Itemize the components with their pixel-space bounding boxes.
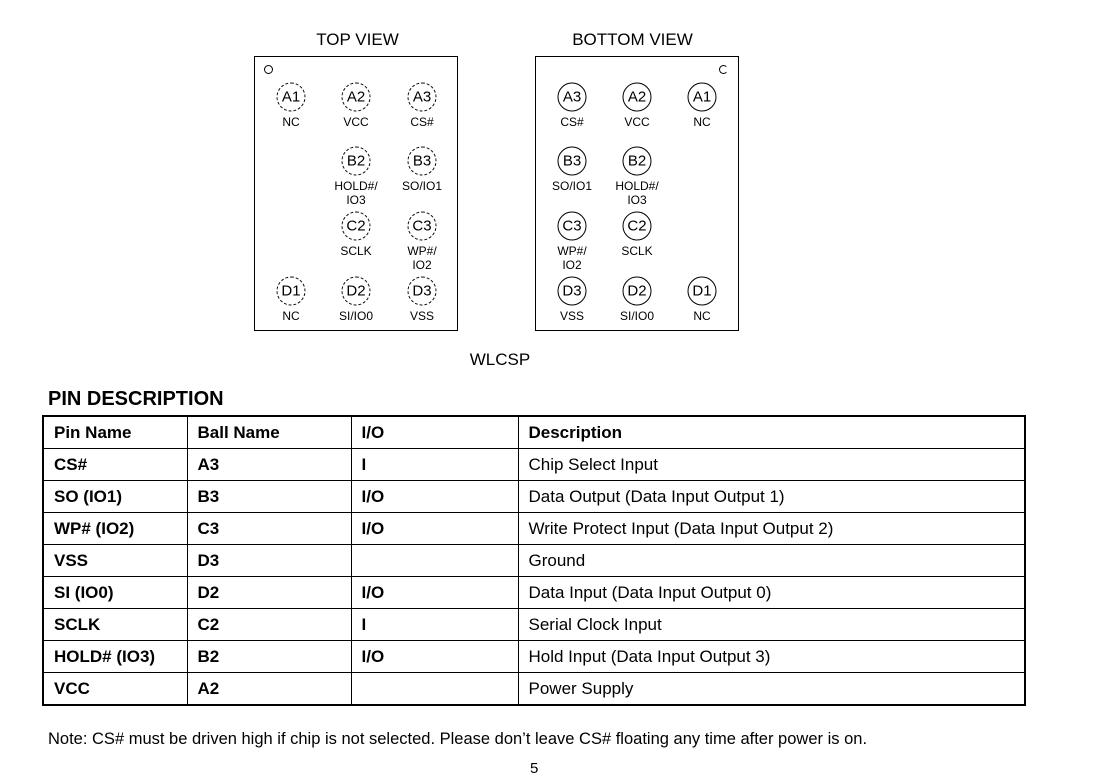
- ball-c2: C2: [341, 211, 371, 241]
- ball-label-a2: VCC: [624, 115, 650, 129]
- column-header: Pin Name: [42, 415, 188, 449]
- ball-label-d3: VSS: [559, 309, 585, 323]
- column-header: I/O: [350, 415, 519, 449]
- description-cell: Chip Select Input: [517, 448, 1026, 481]
- io-cell: I/O: [350, 512, 519, 545]
- ball-a1: A1: [687, 82, 717, 112]
- ball-a2: A2: [622, 82, 652, 112]
- pin1-marker-icon: [719, 65, 728, 74]
- pin-name-cell: HOLD# (IO3): [42, 640, 188, 673]
- description-cell: Hold Input (Data Input Output 3): [517, 640, 1026, 673]
- ball-b2: B2: [622, 146, 652, 176]
- io-cell: [350, 672, 519, 706]
- pin-name-cell: WP# (IO2): [42, 512, 188, 545]
- note-text: Note: CS# must be driven high if chip is…: [48, 730, 868, 748]
- ball-b3: B3: [557, 146, 587, 176]
- ball-b3: B3: [407, 146, 437, 176]
- page-number: 5: [530, 760, 539, 777]
- ball-d2: D2: [622, 276, 652, 306]
- ball-name-cell: D3: [186, 544, 352, 577]
- ball-label-b3: SO/IO1: [401, 179, 443, 193]
- pin-name-cell: VSS: [42, 544, 188, 577]
- ball-name-cell: A2: [186, 672, 352, 706]
- ball-label-d1: NC: [693, 309, 711, 323]
- ball-label-a1: NC: [282, 115, 300, 129]
- io-cell: I/O: [350, 640, 519, 673]
- ball-label-c3: WP#/IO2: [557, 244, 587, 272]
- pin-name-cell: SI (IO0): [42, 576, 188, 609]
- ball-label-b2: HOLD#/IO3: [615, 179, 659, 207]
- ball-label-c2: SCLK: [340, 244, 372, 258]
- ball-name-cell: D2: [186, 576, 352, 609]
- bottom-view-title: BOTTOM VIEW: [572, 30, 693, 49]
- ball-label-c3: WP#/IO2: [407, 244, 437, 272]
- pin-description-table: Pin Name Ball Name I/O Description CS#A3…: [42, 415, 1026, 706]
- pin-name-cell: CS#: [42, 448, 188, 481]
- column-header: Description: [517, 415, 1026, 449]
- ball-a3: A3: [407, 82, 437, 112]
- io-cell: [350, 544, 519, 577]
- ball-name-cell: C2: [186, 608, 352, 641]
- section-title: PIN DESCRIPTION: [48, 388, 224, 410]
- description-cell: Power Supply: [517, 672, 1026, 706]
- ball-label-c2: SCLK: [621, 244, 653, 258]
- description-cell: Write Protect Input (Data Input Output 2…: [517, 512, 1026, 545]
- pin-name-cell: SCLK: [42, 608, 188, 641]
- ball-d3: D3: [557, 276, 587, 306]
- description-cell: Data Input (Data Input Output 0): [517, 576, 1026, 609]
- table-header-row: Pin Name Ball Name I/O Description: [42, 415, 1026, 449]
- ball-c3: C3: [407, 211, 437, 241]
- ball-label-d1: NC: [282, 309, 300, 323]
- ball-a3: A3: [557, 82, 587, 112]
- ball-name-cell: B2: [186, 640, 352, 673]
- ball-d2: D2: [341, 276, 371, 306]
- ball-label-b2: HOLD#/IO3: [334, 179, 378, 207]
- ball-name-cell: C3: [186, 512, 352, 545]
- ball-d3: D3: [407, 276, 437, 306]
- ball-name-cell: A3: [186, 448, 352, 481]
- io-cell: I: [350, 448, 519, 481]
- ball-label-b3: SO/IO1: [551, 179, 593, 193]
- pin1-marker-icon: [264, 65, 273, 74]
- io-cell: I/O: [350, 576, 519, 609]
- ball-b2: B2: [341, 146, 371, 176]
- top-view-title: TOP VIEW: [316, 30, 399, 49]
- ball-c3: C3: [557, 211, 587, 241]
- description-cell: Ground: [517, 544, 1026, 577]
- ball-label-a1: NC: [693, 115, 711, 129]
- ball-a1: A1: [276, 82, 306, 112]
- ball-label-d2: SI/IO0: [338, 309, 374, 323]
- ball-label-a3: CS#: [560, 115, 584, 129]
- ball-label-d2: SI/IO0: [619, 309, 655, 323]
- io-cell: I/O: [350, 480, 519, 513]
- description-cell: Data Output (Data Input Output 1): [517, 480, 1026, 513]
- ball-c2: C2: [622, 211, 652, 241]
- ball-d1: D1: [687, 276, 717, 306]
- ball-a2: A2: [341, 82, 371, 112]
- ball-label-a2: VCC: [343, 115, 369, 129]
- io-cell: I: [350, 608, 519, 641]
- package-caption: WLCSP: [469, 350, 531, 369]
- ball-d1: D1: [276, 276, 306, 306]
- column-header: Ball Name: [186, 415, 352, 449]
- description-cell: Serial Clock Input: [517, 608, 1026, 641]
- ball-label-a3: CS#: [410, 115, 434, 129]
- pin-name-cell: VCC: [42, 672, 188, 706]
- ball-name-cell: B3: [186, 480, 352, 513]
- pin-name-cell: SO (IO1): [42, 480, 188, 513]
- ball-label-d3: VSS: [409, 309, 435, 323]
